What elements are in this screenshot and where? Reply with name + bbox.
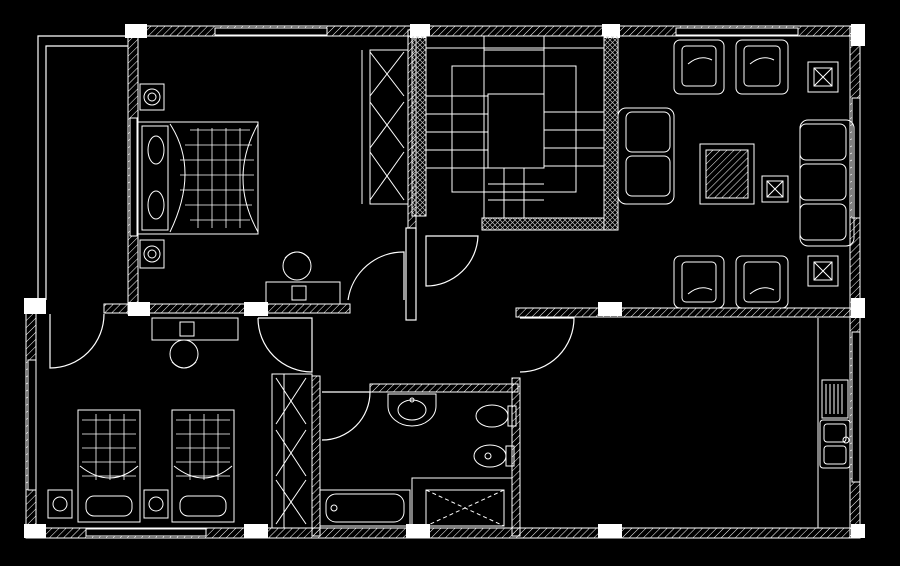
washbasin	[387, 393, 437, 427]
sink	[819, 419, 851, 469]
bathroom	[319, 393, 517, 529]
single-bed	[171, 409, 235, 523]
nightstand	[47, 489, 73, 519]
coffee-table	[699, 143, 755, 205]
wardrobe	[361, 49, 409, 205]
shower-tray	[411, 477, 513, 529]
single-bed	[77, 409, 141, 523]
drainboard	[821, 379, 849, 419]
armchair	[673, 39, 725, 95]
walls	[25, 25, 861, 539]
master-bedroom	[137, 49, 409, 305]
windows	[27, 27, 861, 537]
chair	[282, 251, 312, 281]
double-bed	[137, 121, 259, 235]
bidet	[473, 444, 515, 468]
kitchen	[817, 318, 851, 528]
nightstand-lamp	[139, 239, 165, 269]
chair	[169, 339, 199, 369]
side-table	[807, 61, 839, 93]
stair-hall	[411, 35, 619, 231]
armchair	[735, 39, 789, 95]
doors	[49, 227, 575, 441]
side-table	[807, 255, 839, 287]
armchair	[673, 255, 725, 309]
bathtub	[319, 489, 411, 527]
stair-run	[426, 36, 604, 218]
children-bedroom	[47, 317, 313, 529]
side-table	[761, 175, 789, 203]
nightstand	[143, 489, 169, 519]
sofa-3	[799, 119, 855, 247]
armchair	[735, 255, 789, 309]
nightstand-lamp	[139, 83, 165, 111]
wardrobe	[271, 373, 313, 529]
desk	[151, 317, 239, 341]
open-porch	[37, 35, 128, 300]
desk	[265, 281, 341, 305]
toilet	[475, 404, 517, 428]
living-room	[617, 39, 855, 309]
sofa-2	[617, 107, 675, 205]
